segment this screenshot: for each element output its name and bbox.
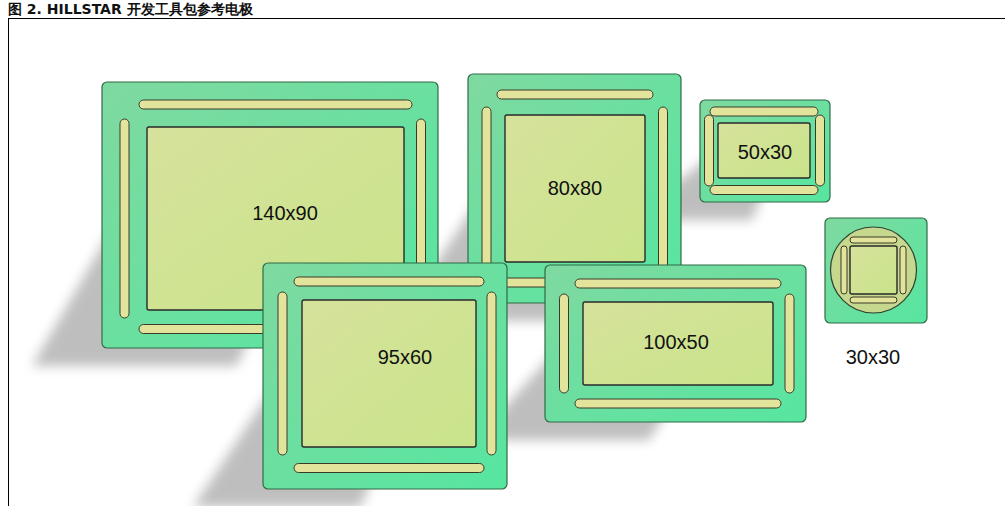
size-label-box: 100x50 [639, 328, 713, 356]
electrode-panel [718, 123, 810, 178]
electrode-bar [120, 119, 129, 318]
electrode-panel [302, 300, 476, 447]
electrode-panel [583, 302, 773, 385]
electrode-bar [560, 294, 569, 393]
size-label: 95x60 [374, 343, 437, 371]
pcb-board [825, 218, 927, 323]
electrode-bar [482, 107, 491, 270]
electrode-bar [785, 294, 794, 393]
electrode-bar [497, 90, 653, 99]
size-label-box: 80x80 [544, 174, 607, 202]
board-outline [545, 265, 806, 422]
electrode-bar [816, 115, 825, 186]
round-electrode [831, 227, 917, 313]
board-outline [263, 263, 507, 489]
electrode-bar [850, 237, 897, 243]
electrode-bar [294, 464, 484, 473]
electrode-bar [294, 277, 484, 286]
size-label-box: 95x60 [374, 343, 437, 371]
electrode-bar [659, 107, 668, 270]
electrode-bar [487, 292, 496, 455]
size-label: 80x80 [544, 174, 607, 202]
size-label: 140x90 [248, 199, 322, 227]
pcb-board [263, 263, 507, 489]
electrode-bar [575, 399, 781, 408]
size-label-box: 50x30 [734, 138, 797, 166]
size-label: 50x30 [734, 138, 797, 166]
pcb-board [700, 100, 830, 202]
size-label: 100x50 [639, 328, 713, 356]
electrode-bar [900, 246, 906, 294]
board-outline [700, 100, 830, 202]
electrode-panel [850, 246, 897, 294]
figure-title: 图 2. HILLSTAR 开发工具包参考电极 [8, 1, 253, 19]
electrode-bar [139, 100, 412, 109]
boards [102, 74, 927, 489]
electrode-bar [710, 107, 818, 116]
electrode-panel [505, 115, 645, 262]
electrode-bar [705, 115, 714, 186]
electrode-bar [850, 297, 897, 303]
electrode-bar [278, 292, 287, 455]
figure-frame [9, 19, 1005, 506]
board-outline [825, 218, 927, 323]
electrode-bar [575, 279, 781, 288]
size-label-box: 140x90 [248, 199, 322, 227]
size-label: 30x30 [842, 343, 905, 371]
pcb-board [545, 265, 806, 422]
electrode-bar [710, 186, 818, 195]
electrode-bar [841, 246, 847, 294]
size-label-box: 30x30 [842, 343, 905, 371]
